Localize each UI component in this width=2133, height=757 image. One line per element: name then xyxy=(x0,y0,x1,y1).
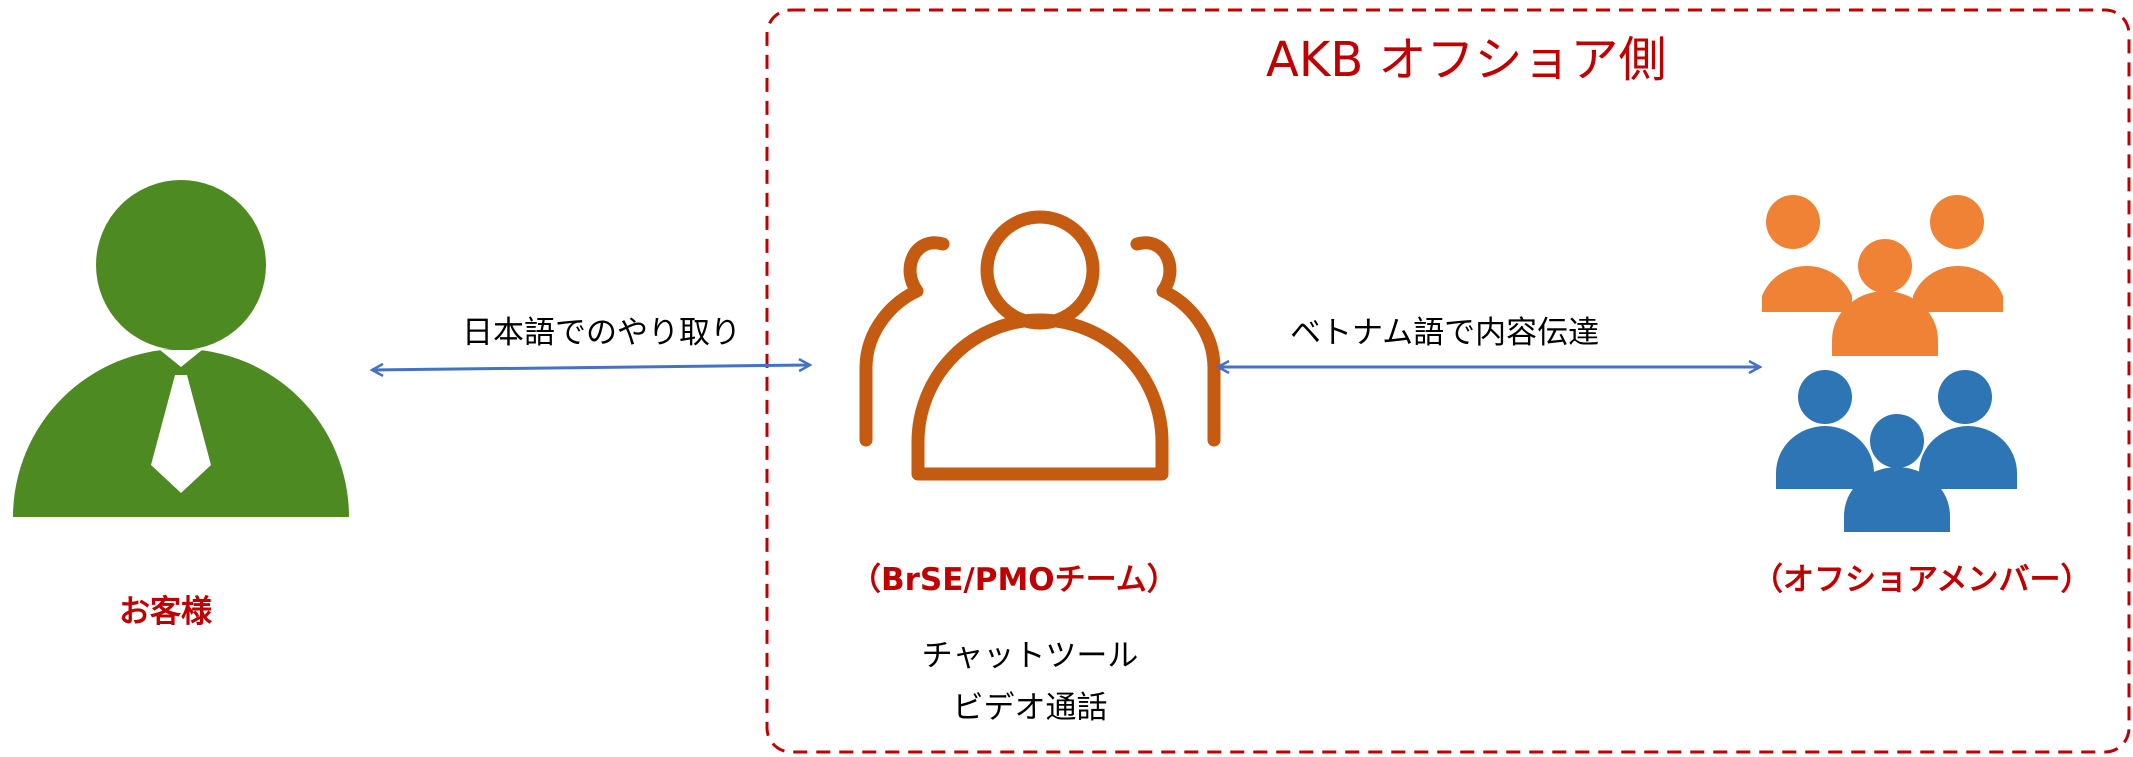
arrow-customer-brse xyxy=(372,365,810,370)
arrow-label-vietnamese: ベトナム語で内容伝達 xyxy=(1290,315,1600,351)
brse-team-outline-icon xyxy=(859,210,1221,481)
communication-tools-list: チャットツール ビデオ通話 xyxy=(900,630,1160,734)
offshore-side-title: AKB オフショア側 xyxy=(1266,32,1667,88)
offshore-members-label: （オフショアメンバー） xyxy=(1752,562,2092,598)
orange-member-group-icon xyxy=(1762,195,2003,356)
tool-chat: チャットツール xyxy=(921,638,1139,674)
brse-team-label: （BrSE/PMOチーム） xyxy=(850,562,1178,598)
blue-member-group-icon xyxy=(1776,370,2017,532)
arrow-label-japanese: 日本語でのやり取り xyxy=(462,315,741,351)
offshore-side-boundary xyxy=(765,8,2131,754)
tool-video-call: ビデオ通話 xyxy=(952,690,1108,726)
customer-label: お客様 xyxy=(119,594,212,630)
customer-businessman-icon xyxy=(13,180,349,517)
